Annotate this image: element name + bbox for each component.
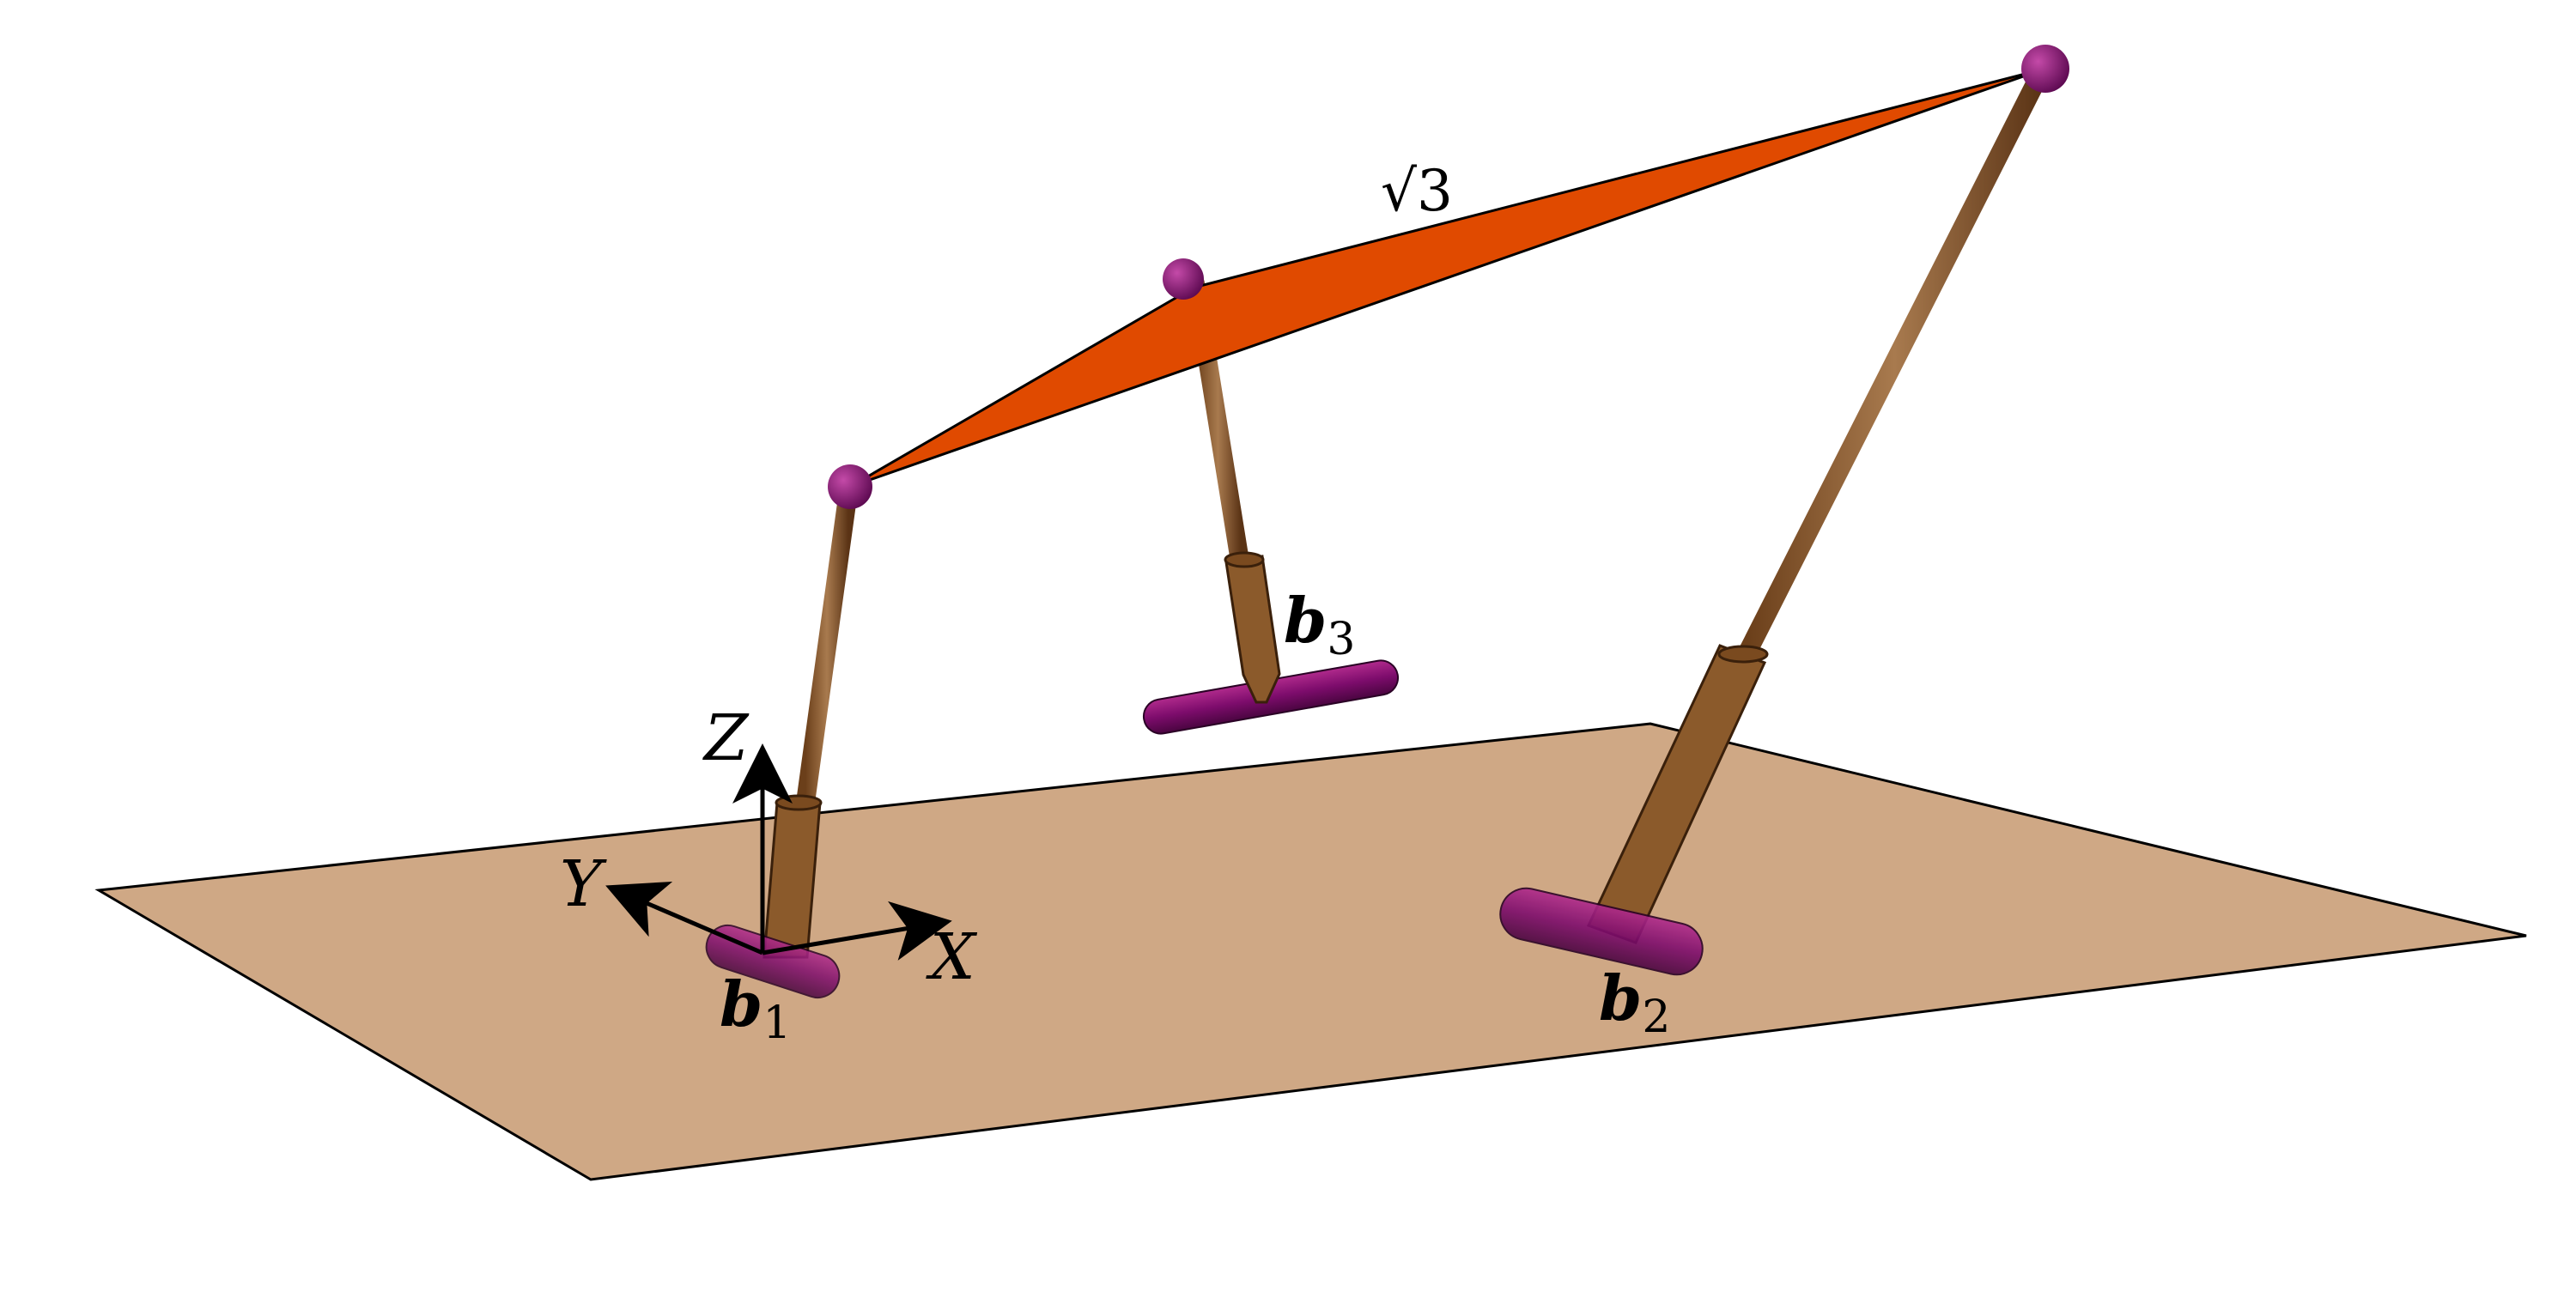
leg-b2 [1499, 61, 2051, 976]
base-label-b1: b1 [720, 967, 791, 1049]
joint-sphere-1 [828, 464, 872, 509]
base-label-b2: b2 [1599, 961, 1670, 1043]
x-axis-label: X [926, 920, 978, 994]
moving-platform [849, 67, 2046, 488]
edge-length-label: √3 [1381, 158, 1453, 224]
joint-sphere-3 [1163, 258, 1204, 300]
x-axis-arrow [762, 901, 952, 961]
leg-b1 [705, 482, 858, 998]
y-axis-label: Y [560, 847, 607, 921]
coordinate-frame: Z X Y [560, 701, 978, 994]
z-axis-label: Z [702, 701, 750, 775]
base-label-b3: b3 [1284, 584, 1355, 665]
ground-plane [94, 722, 2527, 1181]
leg-rod-b1 [796, 482, 858, 812]
leg-sleeve-b3 [1224, 555, 1281, 704]
base-cylinder-b2 [1499, 887, 1704, 976]
y-axis-arrow [605, 881, 763, 955]
leg-rod-b2 [1738, 61, 2051, 662]
joint-sphere-2 [2021, 45, 2069, 93]
